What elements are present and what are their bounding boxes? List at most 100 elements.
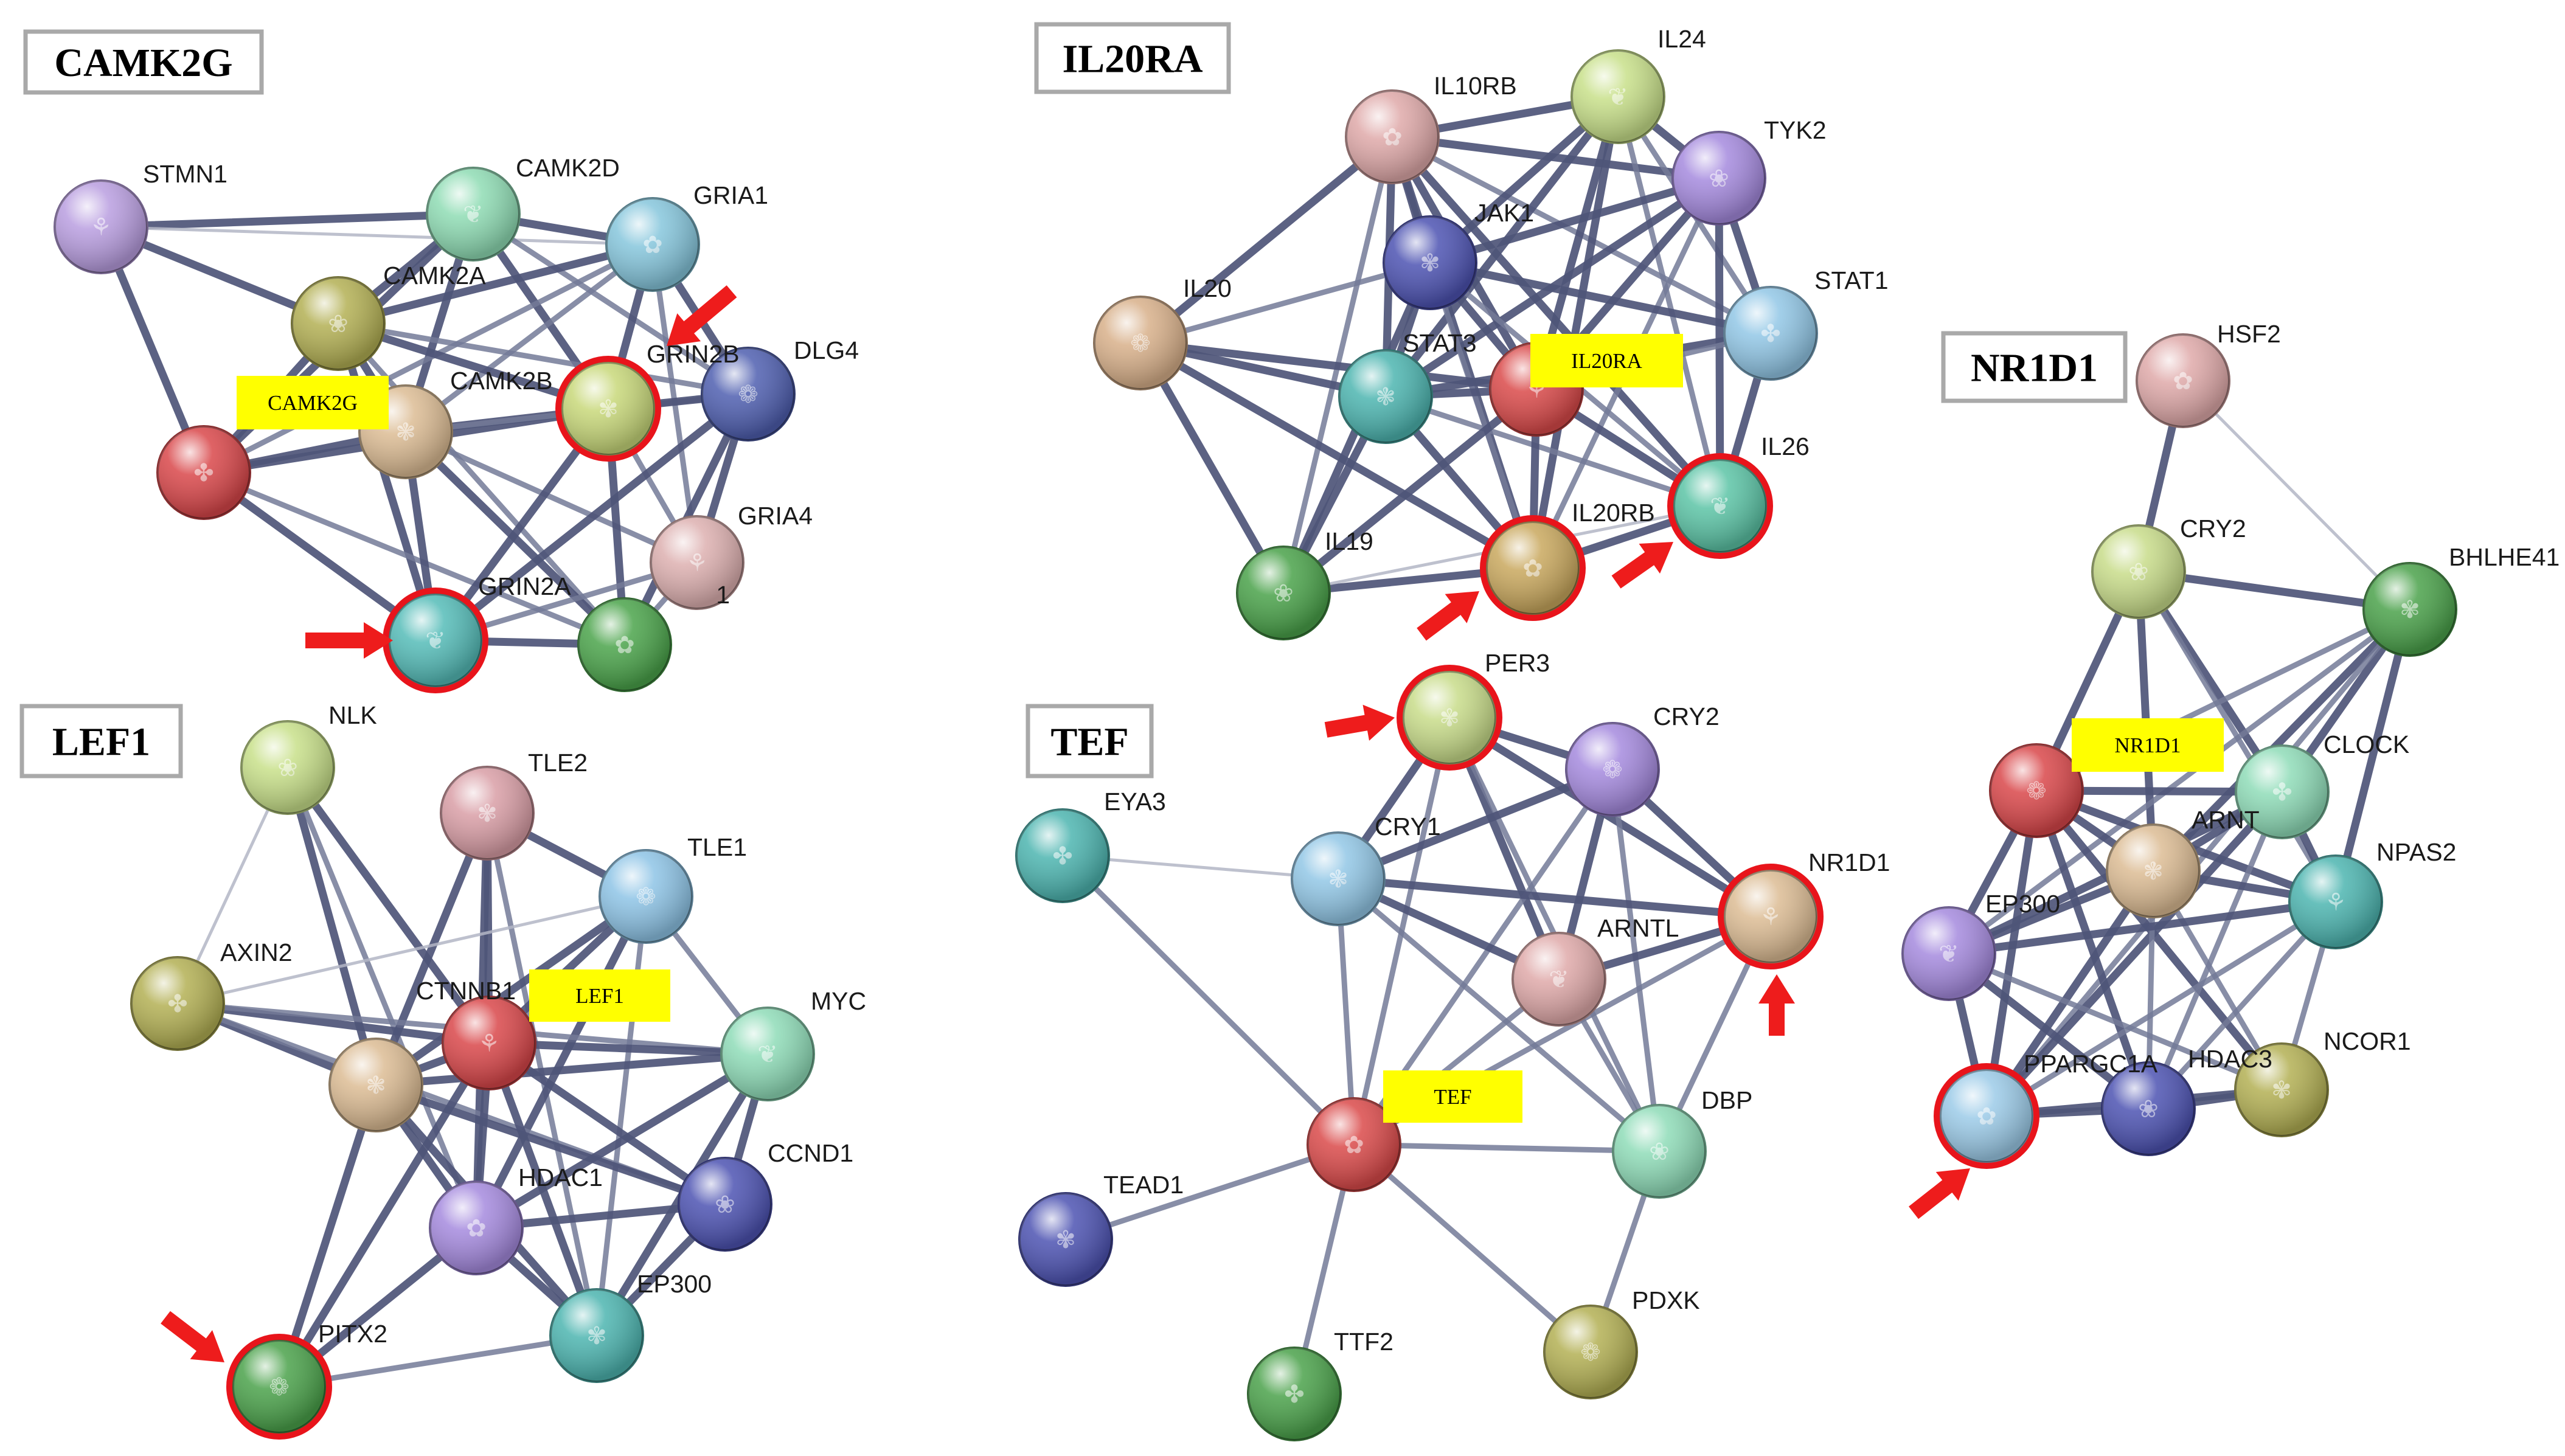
node-label-jak1: JAK1 [1474, 199, 1534, 227]
arrows-camk2g [305, 285, 737, 659]
edge-tef-pdxk [1351, 1142, 1594, 1355]
node-camk2g[interactable]: ✤ [156, 425, 251, 520]
node-gloss [1308, 1098, 1400, 1191]
node-stat1[interactable]: ✤ [1723, 286, 1818, 381]
node-stat3[interactable]: ❃ [1338, 349, 1433, 444]
node-nr1d1[interactable]: ❁ [1989, 743, 2084, 838]
node-tle1[interactable]: ❁ [599, 849, 693, 944]
node-label-dbp: DBP [1701, 1086, 1752, 1114]
node-tyk2[interactable]: ❀ [1671, 131, 1766, 226]
node-hdac3[interactable]: ❀ [2101, 1061, 2196, 1156]
edge-il20-il19 [1136, 339, 1288, 597]
node-nlk[interactable]: ❀ [240, 720, 335, 815]
node-npas2[interactable]: ⚘ [2288, 855, 2383, 949]
node-pdxk[interactable]: ❁ [1543, 1305, 1638, 1399]
node-label-grin1: 1 [716, 581, 730, 609]
edge-gria1-camk2a [334, 240, 657, 328]
node-clock[interactable]: ✤ [2235, 744, 2330, 839]
node-label-tead1: TEAD1 [1103, 1171, 1184, 1199]
node-label-tyk2: TYK2 [1764, 116, 1827, 144]
nodes-camk2g: ⚘❦✿❀✾❁✤❃⚘❦✿ [54, 167, 796, 693]
node-ccnd1[interactable]: ❀ [678, 1157, 772, 1252]
red-arrow-icon [161, 1311, 224, 1362]
node-gloss [1613, 1105, 1706, 1198]
node-il10rb[interactable]: ✿ [1345, 89, 1440, 184]
highlight-text: TEF [1434, 1085, 1471, 1109]
panel-lef1: ❀✾❁✤❃⚘❦✿❀✾❁NLKTLE2TLE1AXIN2CTNNB1MYCHDAC… [19, 701, 866, 1440]
arrows-lef1 [161, 1311, 224, 1362]
node-gloss [1016, 809, 1109, 902]
node-gloss [292, 277, 384, 370]
node-gloss [55, 181, 147, 273]
node-label-hdac1: HDAC1 [518, 1163, 603, 1191]
node-ppargc1a[interactable]: ✿ [1934, 1063, 2039, 1169]
node-grin2a[interactable]: ❦ [383, 588, 488, 693]
panel-title-tef: TEF [1026, 704, 1154, 778]
node-per3[interactable]: ✾ [1397, 665, 1502, 771]
node-il26[interactable]: ❦ [1667, 453, 1773, 559]
node-ep300[interactable]: ✾ [549, 1288, 644, 1383]
node-gria4[interactable]: ⚘ [650, 515, 745, 610]
red-circle-marker [1718, 864, 1824, 969]
panel-title-lef1: LEF1 [19, 704, 183, 778]
node-tef[interactable]: ✿ [1307, 1097, 1401, 1192]
node-grin2b[interactable]: ✾ [555, 356, 661, 462]
node-ctnnb1[interactable]: ⚘ [442, 996, 536, 1090]
node-dbp[interactable]: ❀ [1612, 1104, 1707, 1199]
node-dlg4[interactable]: ❁ [701, 347, 796, 442]
node-ncor1[interactable]: ✾ [2234, 1042, 2329, 1137]
node-cry2[interactable]: ❀ [2091, 524, 2186, 619]
node-il24[interactable]: ❦ [1571, 49, 1665, 144]
edge-cry2-cry1 [1334, 765, 1617, 883]
red-circle-marker [1934, 1063, 2039, 1169]
node-ep300[interactable]: ❦ [1901, 906, 1996, 1001]
node-gria1[interactable]: ✿ [605, 197, 700, 292]
node-axin2[interactable]: ✤ [130, 956, 225, 1051]
node-label-grin2a: GRIN2A [478, 572, 571, 600]
red-circle-marker [1480, 515, 1586, 621]
node-cry2[interactable]: ❁ [1565, 722, 1660, 817]
node-il20rb[interactable]: ✿ [1480, 515, 1586, 621]
node-tle2[interactable]: ✾ [440, 766, 535, 861]
node-eya3[interactable]: ✤ [1015, 808, 1110, 903]
node-myc[interactable]: ❦ [720, 1007, 815, 1101]
edge-jak1-stat1 [1426, 258, 1775, 338]
edge-npas2-ppargc1a [1984, 899, 2339, 1119]
node-grin1[interactable]: ✿ [577, 597, 672, 692]
node-gloss [651, 516, 743, 609]
node-stmn1[interactable]: ⚘ [54, 179, 148, 274]
node-label-il20rb: IL20RB [1572, 499, 1655, 527]
node-arntl[interactable]: ❃ [2106, 823, 2201, 918]
node-label-arntl: ARNTL [1597, 914, 1679, 942]
edge-tle2-lef1 [372, 809, 491, 1089]
node-label-stat3: STAT3 [1403, 329, 1477, 357]
node-gloss [1673, 132, 1765, 224]
node-arntl[interactable]: ❦ [1512, 932, 1606, 1027]
node-gloss [441, 767, 533, 859]
node-hsf2[interactable]: ✿ [2136, 333, 2230, 428]
node-cry1[interactable]: ❃ [1291, 831, 1386, 926]
node-lef1[interactable]: ❃ [328, 1038, 423, 1132]
node-il19[interactable]: ❀ [1236, 546, 1331, 640]
edge-stmn1-gria1 [99, 225, 654, 246]
node-camk2a[interactable]: ❀ [291, 276, 386, 371]
node-nr1d1[interactable]: ⚘ [1718, 864, 1824, 969]
node-gloss [562, 362, 654, 455]
edge-per3-nr1d1 [1445, 713, 1775, 921]
edge-camk2a-dlg4 [335, 321, 751, 397]
node-il20[interactable]: ❁ [1093, 296, 1188, 390]
node-hdac1[interactable]: ✿ [429, 1180, 524, 1275]
highlight-box [529, 969, 670, 1022]
node-gloss [1513, 933, 1605, 1025]
node-camk2d[interactable]: ❦ [426, 167, 521, 262]
node-ttf2[interactable]: ✤ [1247, 1347, 1342, 1441]
edge-npas2-ep300 [1945, 898, 2340, 958]
edge-nlk-lef1 [283, 763, 380, 1089]
red-circle-marker [1667, 453, 1773, 559]
node-label-il24: IL24 [1657, 25, 1706, 53]
node-bhlhe41[interactable]: ✾ [2362, 562, 2457, 657]
node-pitx2[interactable]: ❁ [226, 1334, 332, 1440]
red-arrow-icon [1324, 704, 1395, 741]
node-jak1[interactable]: ✾ [1383, 215, 1477, 310]
node-tead1[interactable]: ✾ [1018, 1192, 1113, 1287]
